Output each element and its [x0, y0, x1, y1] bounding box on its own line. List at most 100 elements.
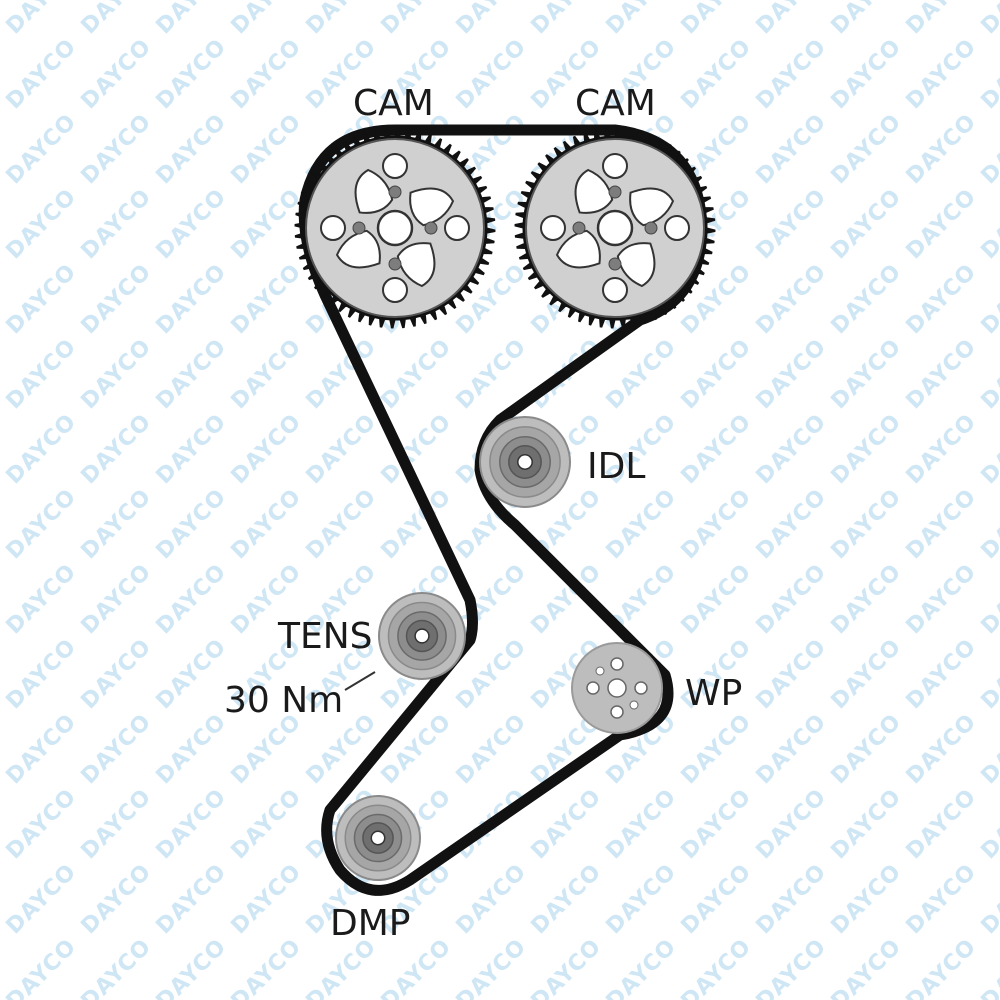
watermark-text: DAYCO: [0, 484, 7, 564]
watermark-text: DAYCO: [0, 784, 7, 864]
water-pump-pulley-icon: [571, 642, 663, 734]
watermark-text: DAYCO: [827, 34, 907, 114]
watermark-text: DAYCO: [377, 0, 457, 39]
watermark-text: DAYCO: [377, 709, 457, 789]
watermark-text: DAYCO: [452, 0, 532, 39]
watermark-text: DAYCO: [152, 109, 232, 189]
watermark-text: DAYCO: [902, 34, 982, 114]
watermark-text: DAYCO: [152, 859, 232, 939]
cam-sprocket-icon: [294, 127, 496, 329]
watermark-text: DAYCO: [302, 709, 382, 789]
watermark-text: DAYCO: [902, 334, 982, 414]
watermark-text: DAYCO: [977, 409, 1000, 489]
watermark-text: DAYCO: [677, 859, 757, 939]
watermark-text: DAYCO: [2, 559, 82, 639]
watermark-text: DAYCO: [2, 859, 82, 939]
watermark-text: DAYCO: [452, 709, 532, 789]
label-cam-left: CAM: [353, 83, 434, 124]
watermark-text: DAYCO: [902, 634, 982, 714]
watermark-text: DAYCO: [0, 859, 7, 939]
watermark-text: DAYCO: [152, 634, 232, 714]
watermark-text: DAYCO: [902, 409, 982, 489]
watermark-text: DAYCO: [152, 934, 232, 1000]
watermark-text: DAYCO: [752, 859, 832, 939]
watermark-text: DAYCO: [977, 709, 1000, 789]
watermark-text: DAYCO: [977, 934, 1000, 1000]
watermark-text: DAYCO: [677, 0, 757, 39]
watermark-text: DAYCO: [0, 184, 7, 264]
watermark-text: DAYCO: [2, 784, 82, 864]
watermark-text: DAYCO: [152, 334, 232, 414]
watermark-text: DAYCO: [602, 0, 682, 39]
watermark-text: DAYCO: [377, 934, 457, 1000]
watermark-text: DAYCO: [2, 484, 82, 564]
watermark-text: DAYCO: [827, 934, 907, 1000]
label-torque: 30 Nm: [224, 680, 343, 721]
watermark-text: DAYCO: [977, 184, 1000, 264]
idler-pulley-icon: [479, 416, 571, 508]
watermark-text: DAYCO: [977, 484, 1000, 564]
watermark-text: DAYCO: [152, 559, 232, 639]
label-idler: IDL: [587, 446, 645, 487]
watermark-text: DAYCO: [0, 34, 7, 114]
watermark-text: DAYCO: [77, 934, 157, 1000]
tensioner-pulley: [378, 592, 466, 680]
watermark-text: DAYCO: [77, 334, 157, 414]
watermark-text: DAYCO: [302, 334, 382, 414]
watermark-text: DAYCO: [152, 709, 232, 789]
watermark-text: DAYCO: [902, 0, 982, 39]
watermark-text: DAYCO: [902, 709, 982, 789]
watermark-text: DAYCO: [752, 709, 832, 789]
watermark-text: DAYCO: [2, 409, 82, 489]
torque-leader-line: [344, 671, 376, 691]
watermark-text: DAYCO: [827, 784, 907, 864]
label-tensioner: TENS: [277, 616, 373, 657]
watermark-text: DAYCO: [152, 784, 232, 864]
watermark-text: DAYCO: [827, 484, 907, 564]
watermark-text: DAYCO: [677, 709, 757, 789]
watermark-text: DAYCO: [152, 0, 232, 39]
watermark-text: DAYCO: [452, 34, 532, 114]
watermark-text: DAYCO: [302, 409, 382, 489]
watermark-text: DAYCO: [602, 784, 682, 864]
watermark-text: DAYCO: [2, 0, 82, 39]
label-damper: DMP: [330, 903, 411, 944]
watermark-text: DAYCO: [752, 784, 832, 864]
watermark-text: DAYCO: [677, 409, 757, 489]
watermark-text: DAYCO: [227, 409, 307, 489]
watermark-text: DAYCO: [0, 934, 7, 1000]
watermark-text: DAYCO: [977, 784, 1000, 864]
watermark-text: DAYCO: [227, 34, 307, 114]
watermark-text: DAYCO: [302, 484, 382, 564]
watermark-text: DAYCO: [227, 0, 307, 39]
watermark-text: DAYCO: [2, 259, 82, 339]
watermark-text: DAYCO: [827, 184, 907, 264]
watermark-text: DAYCO: [2, 334, 82, 414]
watermark-text: DAYCO: [827, 709, 907, 789]
watermark-text: DAYCO: [302, 0, 382, 39]
watermark-text: DAYCO: [677, 334, 757, 414]
watermark-text: DAYCO: [752, 334, 832, 414]
watermark-text: DAYCO: [752, 0, 832, 39]
watermark-text: DAYCO: [152, 259, 232, 339]
watermark-text: DAYCO: [2, 109, 82, 189]
watermark-text: DAYCO: [677, 484, 757, 564]
watermark-text: DAYCO: [677, 784, 757, 864]
watermark-text: DAYCO: [0, 109, 7, 189]
watermark-text: DAYCO: [902, 559, 982, 639]
watermark-text: DAYCO: [227, 259, 307, 339]
watermark-text: DAYCO: [377, 334, 457, 414]
watermark-text: DAYCO: [752, 559, 832, 639]
idler-pulley: [479, 416, 571, 508]
watermark-text: DAYCO: [677, 934, 757, 1000]
watermark-text: DAYCO: [827, 859, 907, 939]
watermark-text: DAYCO: [827, 259, 907, 339]
watermark-text: DAYCO: [77, 184, 157, 264]
tensioner-pulley-icon: [378, 592, 466, 680]
watermark-text: DAYCO: [977, 0, 1000, 39]
watermark-text: DAYCO: [602, 334, 682, 414]
watermark-text: DAYCO: [752, 409, 832, 489]
watermark-text: DAYCO: [752, 484, 832, 564]
watermark-text: DAYCO: [977, 334, 1000, 414]
